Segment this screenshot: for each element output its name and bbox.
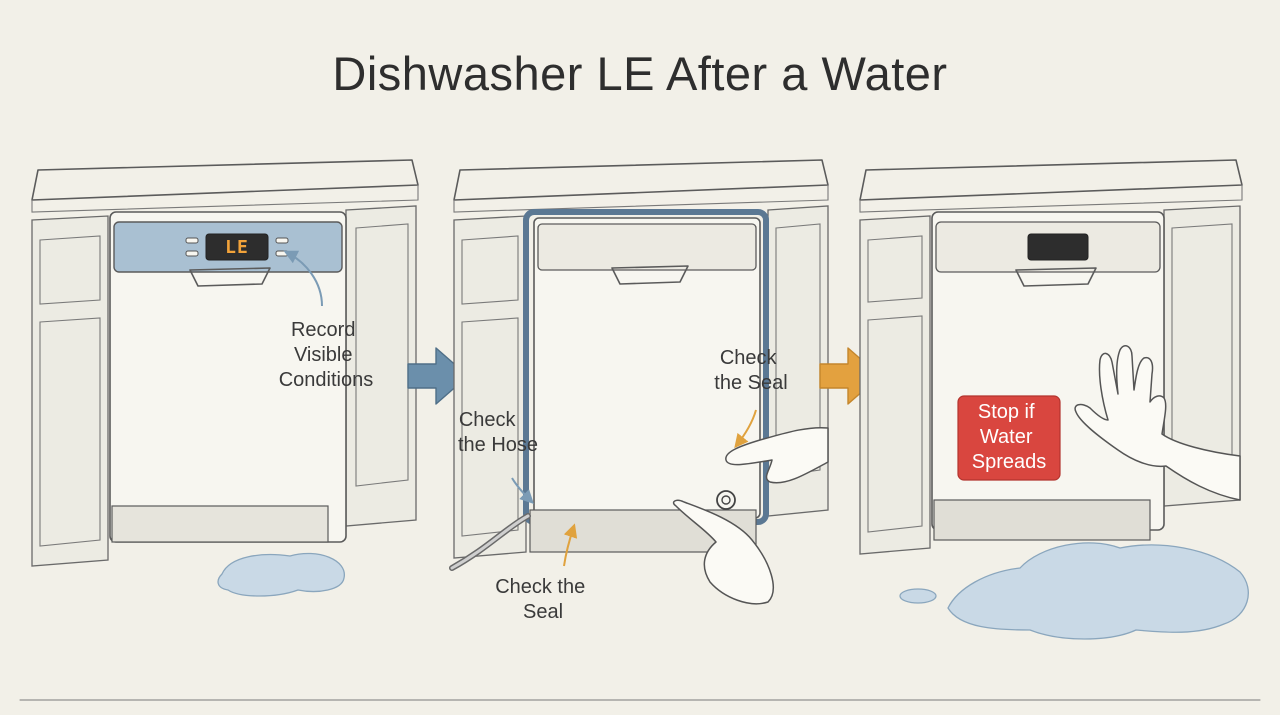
cabinet-right <box>345 205 417 527</box>
cabinet-left <box>859 215 931 555</box>
water-puddle-icon <box>217 552 345 597</box>
check-seal-right-label: Check the Seal <box>714 347 787 394</box>
label-line: Record <box>291 319 355 341</box>
drain-knob <box>716 490 736 510</box>
stop-warning-text: Stop if Water Spreads <box>972 401 1047 473</box>
label-line: Spreads <box>972 451 1047 473</box>
error-display: LE <box>205 233 269 261</box>
hand-icon <box>1074 345 1241 501</box>
page-title: Dishwasher LE After a Water <box>332 47 948 100</box>
label-line: Check the <box>495 576 585 598</box>
water-droplet <box>899 588 937 604</box>
panel-2-check-hose-seal: Check the Hose Check the Seal Check the … <box>449 159 829 623</box>
label-line: Check <box>459 409 517 431</box>
label-line: the Hose <box>458 434 538 456</box>
check-hose-label: Check the Hose <box>458 409 538 456</box>
label-line: the Seal <box>714 372 787 394</box>
display-code: LE <box>225 237 249 258</box>
label-line: Check <box>720 347 778 369</box>
label-line: Stop if <box>978 401 1035 423</box>
callout-arrow <box>734 409 757 449</box>
record-conditions-label: Record Visible Conditions <box>279 319 374 391</box>
water-puddle-icon <box>947 542 1249 640</box>
callout-arrow <box>283 250 323 307</box>
callout-arrow <box>511 477 534 504</box>
hand-icon <box>672 499 774 605</box>
panel-1-record-conditions: LE Record Visible Conditions <box>31 159 419 597</box>
cabinet-left <box>453 215 527 559</box>
check-seal-bottom-label: Check the Seal <box>495 576 591 623</box>
label-line: Visible <box>294 344 353 366</box>
label-line: Conditions <box>279 369 374 391</box>
stop-warning-badge: Stop if Water Spreads <box>957 395 1061 481</box>
label-line: Water <box>980 426 1033 448</box>
hand-icon <box>725 426 829 484</box>
display-off <box>1027 233 1089 261</box>
callout-arrow <box>563 523 578 567</box>
arrow-right-icon <box>407 347 469 405</box>
dishwasher-2 <box>523 209 769 553</box>
dishwasher-1: LE <box>109 211 347 543</box>
cabinet-left <box>31 215 109 567</box>
panel-3-stop-if-spreads: Stop if Water Spreads <box>859 159 1249 640</box>
label-line: Seal <box>523 601 563 623</box>
